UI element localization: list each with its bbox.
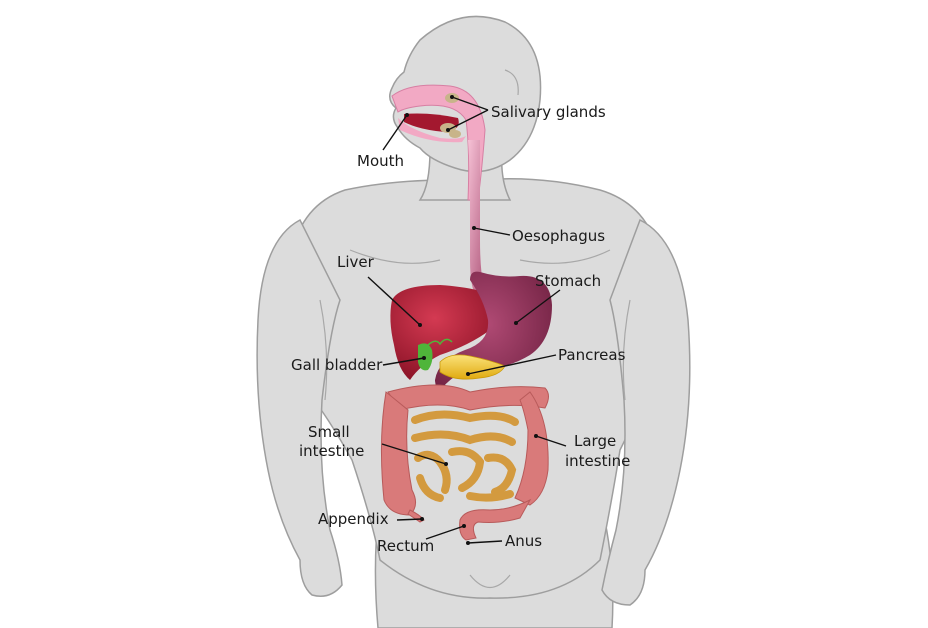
label-mouth: Mouth: [357, 152, 404, 170]
label-oesophagus: Oesophagus: [512, 227, 605, 245]
labels: Salivary glands Mouth Oesophagus Liver S…: [291, 103, 630, 555]
label-large-intestine-line1: Large: [574, 432, 616, 450]
leader-lines: [367, 95, 567, 545]
small-intestine: [411, 410, 519, 502]
label-large-intestine-line2: intestine: [565, 452, 630, 470]
label-stomach: Stomach: [535, 272, 601, 290]
oesophagus: [468, 140, 490, 303]
label-appendix: Appendix: [318, 510, 389, 528]
label-gall-bladder: Gall bladder: [291, 356, 383, 374]
label-pancreas: Pancreas: [558, 346, 626, 364]
large-intestine: [380, 384, 549, 541]
label-salivary-glands: Salivary glands: [491, 103, 606, 121]
label-small-intestine-line2: intestine: [299, 442, 364, 460]
label-rectum: Rectum: [377, 537, 434, 555]
body-silhouette: [256, 15, 691, 628]
label-anus: Anus: [505, 532, 542, 550]
label-liver: Liver: [337, 253, 375, 271]
label-small-intestine-line1: Small: [308, 423, 350, 441]
